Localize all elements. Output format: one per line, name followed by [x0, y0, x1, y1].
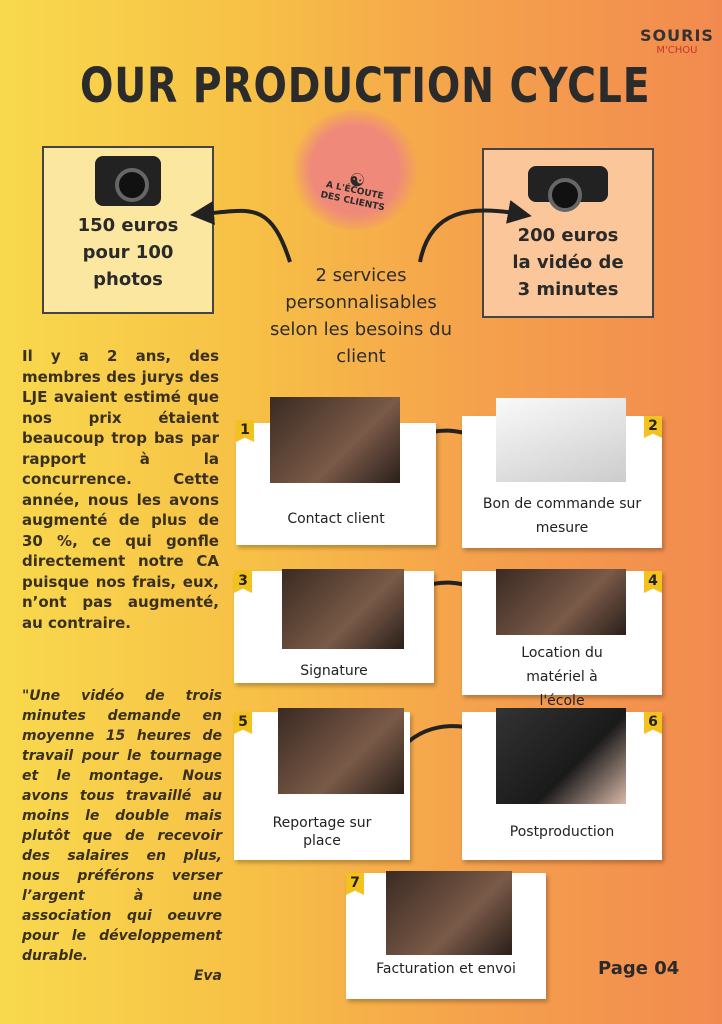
offer-line: photos [93, 269, 163, 290]
step-number: 1 [236, 420, 254, 442]
offer-line: la vidéo de [512, 252, 624, 273]
step-photo [496, 569, 626, 635]
offer-line: 200 euros [517, 225, 619, 246]
step-label: Postproduction [509, 824, 615, 840]
step-label: Location du matériel à l'école [521, 645, 603, 709]
step-photo [282, 569, 404, 649]
camera-icon [95, 156, 161, 206]
step-card-6: 6 Postproduction [462, 708, 662, 860]
step-card-3: 3 Signature [234, 569, 434, 683]
services-text: 2 services personnalisables selon les be… [269, 265, 452, 367]
quote: "Une vidéo de trois minutes demande en m… [22, 686, 222, 986]
step-card-2: 2 Bon de commande sur mesure [462, 398, 662, 548]
offer-line: 3 minutes [517, 279, 619, 300]
step-number: 4 [644, 571, 662, 593]
logo-line2: M'CHOU [656, 45, 698, 56]
step-card-7: 7 Facturation et envoi [346, 871, 546, 999]
video-camera-icon [528, 166, 608, 212]
step-card-4: 4 Location du matériel à l'école [462, 569, 662, 709]
page-number: Page 04 [598, 958, 680, 979]
step-label: Facturation et envoi [376, 961, 516, 977]
step-number: 7 [346, 873, 364, 895]
step-photo [270, 397, 400, 483]
badge-blob [290, 110, 420, 230]
step-card-1: 1 Contact client [236, 397, 436, 545]
video-offer: 200 euros la vidéo de 3 minutes [482, 148, 654, 318]
intro-paragraph: Il y a 2 ans, des membres des jurys des … [22, 347, 219, 632]
logo: SOURIS M'CHOU [640, 26, 714, 56]
quote-text: "Une vidéo de trois minutes demande en m… [22, 688, 222, 964]
step-number: 6 [644, 712, 662, 734]
offer-line: 150 euros [77, 215, 179, 236]
arrow-left [190, 201, 292, 263]
step-label: Contact client [287, 511, 385, 527]
logo-line1: SOURIS [640, 26, 714, 45]
step-number: 2 [644, 416, 662, 438]
step-photo [496, 708, 626, 804]
arrow-right [418, 200, 532, 263]
step-card-5: 5 Reportage sur place [234, 708, 410, 860]
step-label: Reportage sur place [272, 815, 372, 849]
step-number: 3 [234, 571, 252, 593]
step-photo [496, 398, 626, 482]
step-photo [386, 871, 512, 955]
step-photo [278, 708, 404, 794]
page-title: OUR PRODUCTION CYCLE [80, 58, 651, 114]
step-number: 5 [234, 712, 252, 734]
step-label: Signature [300, 663, 368, 679]
quote-author: Eva [193, 968, 222, 984]
step-label: Bon de commande sur mesure [482, 496, 642, 536]
offer-line: pour 100 [82, 242, 174, 263]
photo-offer: 150 euros pour 100 photos [42, 146, 214, 314]
